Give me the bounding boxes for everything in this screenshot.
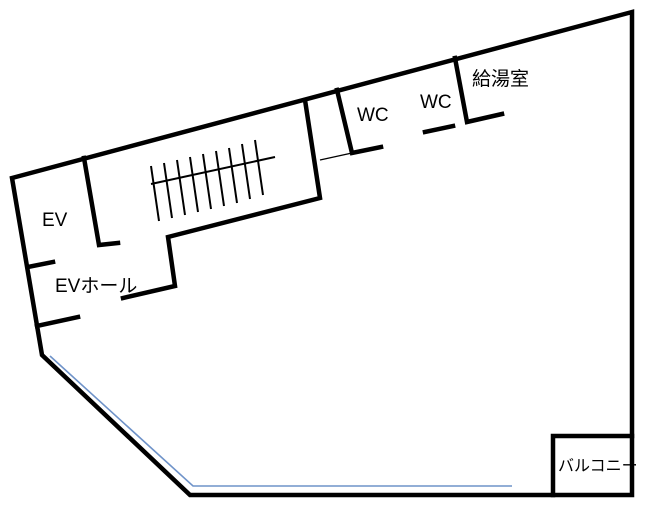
balcony-label: バルコニー xyxy=(558,458,638,475)
stair-tread xyxy=(202,153,212,210)
ev-hall-wall xyxy=(34,314,81,329)
stair-tread xyxy=(228,147,238,204)
stair-tread xyxy=(254,139,264,196)
window-strip xyxy=(49,355,512,487)
outer-wall xyxy=(9,9,635,498)
stair-tread xyxy=(241,143,251,200)
ev-hall-label: EVホール xyxy=(55,276,137,297)
wc-door-wall xyxy=(422,123,456,135)
ev-label: EV xyxy=(42,210,68,231)
stair-tread xyxy=(215,150,225,207)
shaft-base-line xyxy=(319,152,353,161)
kitchenette-label: 給湯室 xyxy=(472,68,529,90)
stair-tread xyxy=(163,162,173,219)
wc-label-2: WC xyxy=(420,92,452,113)
stair-tread xyxy=(189,156,199,213)
ev-wall xyxy=(25,259,56,270)
stair-rail xyxy=(150,156,276,185)
stair-partition xyxy=(81,155,121,248)
stair-icon xyxy=(150,139,276,222)
core-wall xyxy=(120,97,323,301)
stair-tread xyxy=(176,159,186,216)
stair-tread xyxy=(150,165,160,222)
wc-partition xyxy=(452,55,505,125)
wc-label-1: WC xyxy=(357,105,389,126)
balcony-wall xyxy=(550,433,635,498)
